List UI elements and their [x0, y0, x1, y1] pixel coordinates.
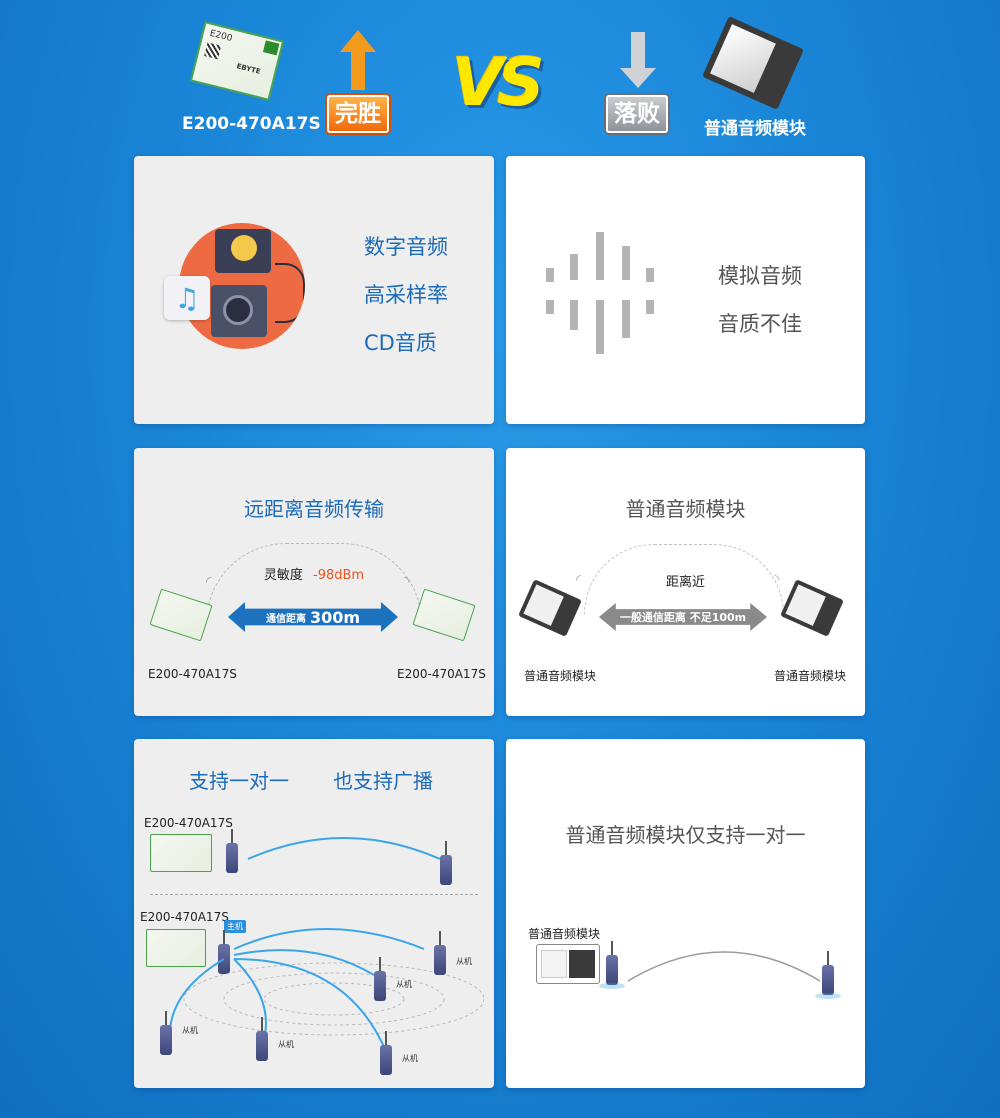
slave-radio-icon — [434, 931, 446, 975]
bottom-e200-module — [146, 929, 206, 967]
slave-label-1: 从机 — [456, 957, 472, 966]
arrow-up-icon — [340, 30, 376, 90]
broadcast-links — [164, 919, 485, 1079]
short-range-title: 普通音频模块 — [625, 497, 746, 521]
qr-code-icon — [204, 42, 222, 60]
arrow-down-icon — [620, 32, 656, 88]
bottom-module-label: E200-470A17S — [140, 910, 229, 924]
music-note-icon: ♫ — [164, 276, 210, 320]
slave-label-4: 从机 — [278, 1040, 294, 1049]
wifi-icon: ◝ — [404, 574, 410, 590]
vs-text: VS — [452, 44, 545, 121]
right-generic-caption: 普通音频模块 — [774, 669, 847, 683]
module-chip-text: E200 — [208, 28, 234, 44]
distance-arrow-text: 一般通信距离 不足100m — [619, 611, 747, 624]
distance-arrow-prefix: 通信距离 — [265, 613, 306, 625]
slave-label-3: 从机 — [182, 1026, 198, 1035]
feature-line-2: 高采样率 — [364, 283, 448, 307]
generic-slave-radio-icon — [822, 951, 834, 995]
long-range-card: 远距离音频传输 灵敏度 -98dBm ◜ ◝ 通信距离 300m E200-47… — [134, 448, 494, 716]
one-to-one-link — [244, 829, 444, 869]
broadcast-card: 支持一对一 也支持广播 E200-470A17S E200-470A17S 主机… — [134, 739, 494, 1088]
wifi-icon: ◜ — [576, 572, 582, 588]
generic-module-box — [536, 944, 600, 984]
digital-audio-card: ♫ 数字音频 高采样率 CD音质 — [134, 156, 494, 424]
module-brand-text: EBYTE — [235, 62, 262, 76]
distance-label: 距离近 — [665, 575, 705, 590]
sensitivity-value: -98dBm — [313, 568, 365, 583]
generic-radio-icon — [606, 941, 618, 985]
slave-radio-icon — [256, 1017, 268, 1061]
right-e200-module — [412, 588, 476, 642]
right-module-label: 普通音频模块 — [704, 119, 806, 139]
master-radio-icon — [226, 829, 238, 873]
sensitivity-row: 灵敏度 -98dBm — [134, 564, 494, 583]
left-e200-module — [149, 588, 213, 642]
left-generic-caption: 普通音频模块 — [524, 669, 597, 683]
feature-line-3: CD音质 — [364, 331, 437, 355]
sensitivity-label: 灵敏度 — [263, 568, 303, 583]
weakness-line-1: 模拟音频 — [718, 264, 802, 288]
weakness-line-2: 音质不佳 — [718, 312, 802, 336]
top-module-label: E200-470A17S — [144, 816, 233, 830]
wifi-icon: ◝ — [774, 572, 780, 588]
feature-line-1: 数字音频 — [364, 235, 448, 259]
short-range-card: 普通音频模块 距离近 ◜ ◝ 一般通信距离 不足100m 普通音频模块 普通音频… — [506, 448, 865, 716]
one-to-one-only-title: 普通音频模块仅支持一对一 — [565, 823, 806, 847]
e200-module-image: E200 EBYTE — [189, 21, 285, 101]
sound-wave-icon — [546, 232, 656, 356]
turntable-illustration — [179, 223, 305, 349]
slave-label-5: 从机 — [402, 1054, 418, 1063]
generic-module-image — [702, 16, 804, 110]
win-badge: 完胜 — [327, 95, 389, 133]
generic-module-label: 普通音频模块 — [528, 927, 601, 941]
broadcast-title: 也支持广播 — [333, 769, 433, 793]
left-module-label: E200-470A17S — [182, 114, 321, 134]
one-to-one-title: 支持一对一 — [189, 769, 289, 793]
left-module-caption: E200-470A17S — [148, 667, 237, 681]
master-tag: 主机 — [224, 920, 246, 933]
slave-radio-icon — [380, 1031, 392, 1075]
slave-label-2: 从机 — [396, 980, 412, 989]
wifi-icon: ◜ — [206, 574, 212, 590]
slave-radio-icon — [160, 1011, 172, 1055]
right-module-caption: E200-470A17S — [397, 667, 486, 681]
one-to-one-link — [624, 937, 824, 987]
slave-radio-icon — [440, 841, 452, 885]
analog-audio-card: 模拟音频 音质不佳 — [506, 156, 865, 424]
long-range-title: 远距离音频传输 — [244, 497, 384, 521]
one-to-one-only-card: 普通音频模块仅支持一对一 普通音频模块 — [506, 739, 865, 1088]
distance-arrow-value: 300m — [309, 607, 361, 627]
top-e200-module — [150, 834, 212, 872]
slave-radio-icon — [374, 957, 386, 1001]
lose-badge: 落败 — [606, 95, 668, 133]
